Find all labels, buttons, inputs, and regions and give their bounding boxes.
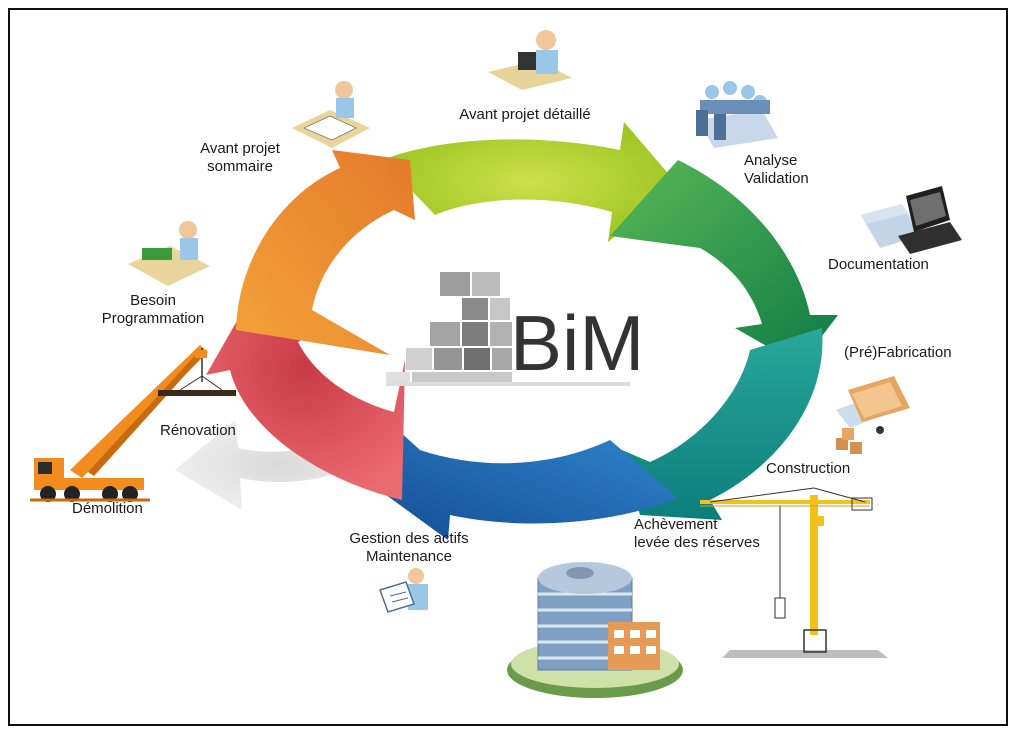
arrow-fabrication [622,328,823,520]
arrow-renovation [206,312,405,500]
label-avant-projet-detaille: Avant projet détaillé [459,106,591,123]
laptop-documents-icon [860,186,962,254]
designer-at-desk-icon [488,30,572,90]
budget-desk-icon [128,221,210,286]
label-analyse-validation: Analyse Validation [744,152,809,187]
arrow-analyse-validation [610,160,838,365]
arrow-avant-projet-detaille [382,122,678,242]
label-besoin-programmation: Besoin Programmation [101,292,205,327]
label-demolition: Démolition [72,500,143,517]
maintenance-worker-icon [379,568,428,613]
label-pre-fabrication: (Pré)Fabrication [844,344,952,361]
label-documentation: Documentation [828,256,929,273]
label-construction: Construction [766,460,851,477]
arrow-achevement [382,430,678,540]
label-gestion-actifs: Gestion des actifs Maintenance [349,530,469,565]
planner-icon [292,81,370,148]
bim-building-blocks [386,272,630,386]
office-building-illustration [507,562,683,698]
tower-crane-illustration [700,487,888,658]
arrow-besoin [236,150,415,355]
cycle-graphic: BiM [30,30,962,698]
mobile-crane-illustration [30,345,236,502]
label-avant-projet-sommaire: Avant projet sommaire [200,140,280,175]
delivery-truck-icon [836,376,910,454]
label-renovation: Rénovation [160,422,236,439]
label-achevement: Achèvement levée des réserves [634,516,760,551]
diagram-frame: BiM [8,8,1008,726]
meeting-group-icon [696,81,778,148]
bim-logo-text: BiM [510,299,644,387]
